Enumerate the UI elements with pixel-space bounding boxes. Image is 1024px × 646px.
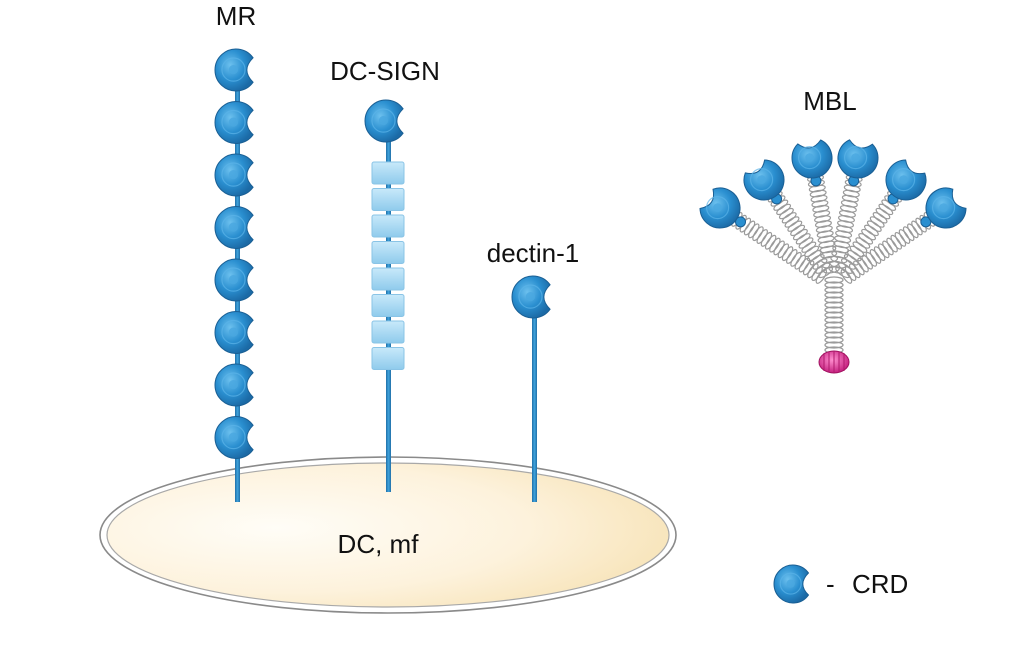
dc-sign-neck-block <box>371 161 405 185</box>
dectin-1-crd <box>511 275 551 319</box>
dectin-1-stalk <box>532 296 537 502</box>
mr-crd <box>214 206 254 249</box>
mr-crd <box>214 258 254 302</box>
mr-crd <box>214 363 254 407</box>
dc-sign-neck-block <box>371 214 405 238</box>
mr-crd <box>214 311 254 354</box>
dc-sign-neck-block <box>371 347 405 370</box>
mbl-crd-head <box>699 187 741 229</box>
crd-legend-shape <box>773 564 810 604</box>
mbl-neck-bead <box>735 216 747 228</box>
dc-sign-neck-block <box>371 267 405 291</box>
mbl-crd-head <box>885 159 927 201</box>
dc-sign-neck-block <box>371 320 405 344</box>
label-dectin-1: dectin-1 <box>487 238 580 268</box>
label-mr: MR <box>216 1 256 31</box>
dc-sign-neck-block <box>371 241 405 264</box>
mr-crd <box>214 101 254 144</box>
mbl-crd-heads <box>699 139 967 229</box>
label-dc-sign: DC-SIGN <box>330 56 440 86</box>
mbl-bouquet <box>699 139 967 374</box>
mbl-neck-bead <box>920 216 932 228</box>
dectin-1-crd-head <box>511 275 551 319</box>
mbl-crd-head <box>925 187 967 229</box>
dc-sign-neck-block <box>371 188 405 211</box>
mbl-crd-head <box>743 159 785 201</box>
dc-sign-neck-block <box>371 294 405 317</box>
legend-dash: - <box>826 569 835 599</box>
label-cell: DC, mf <box>338 529 420 559</box>
mbl-crd-head <box>837 139 879 179</box>
label-mbl: MBL <box>803 86 856 116</box>
mbl-base <box>818 350 850 374</box>
mr-crd <box>214 153 254 197</box>
dc-sign-neck-repeats <box>371 161 405 370</box>
legend-crd-label: CRD <box>852 569 908 599</box>
mbl-crd-head <box>791 139 833 179</box>
mbl-collagen-arms <box>731 174 936 354</box>
mr-crd-stack <box>214 48 254 459</box>
crd-icon <box>773 564 810 604</box>
mr-crd <box>214 48 254 92</box>
mr-crd <box>214 416 254 459</box>
dc-sign-crd <box>364 99 404 143</box>
dc-sign-crd-head <box>364 99 404 143</box>
legend: - CRD <box>773 564 908 604</box>
